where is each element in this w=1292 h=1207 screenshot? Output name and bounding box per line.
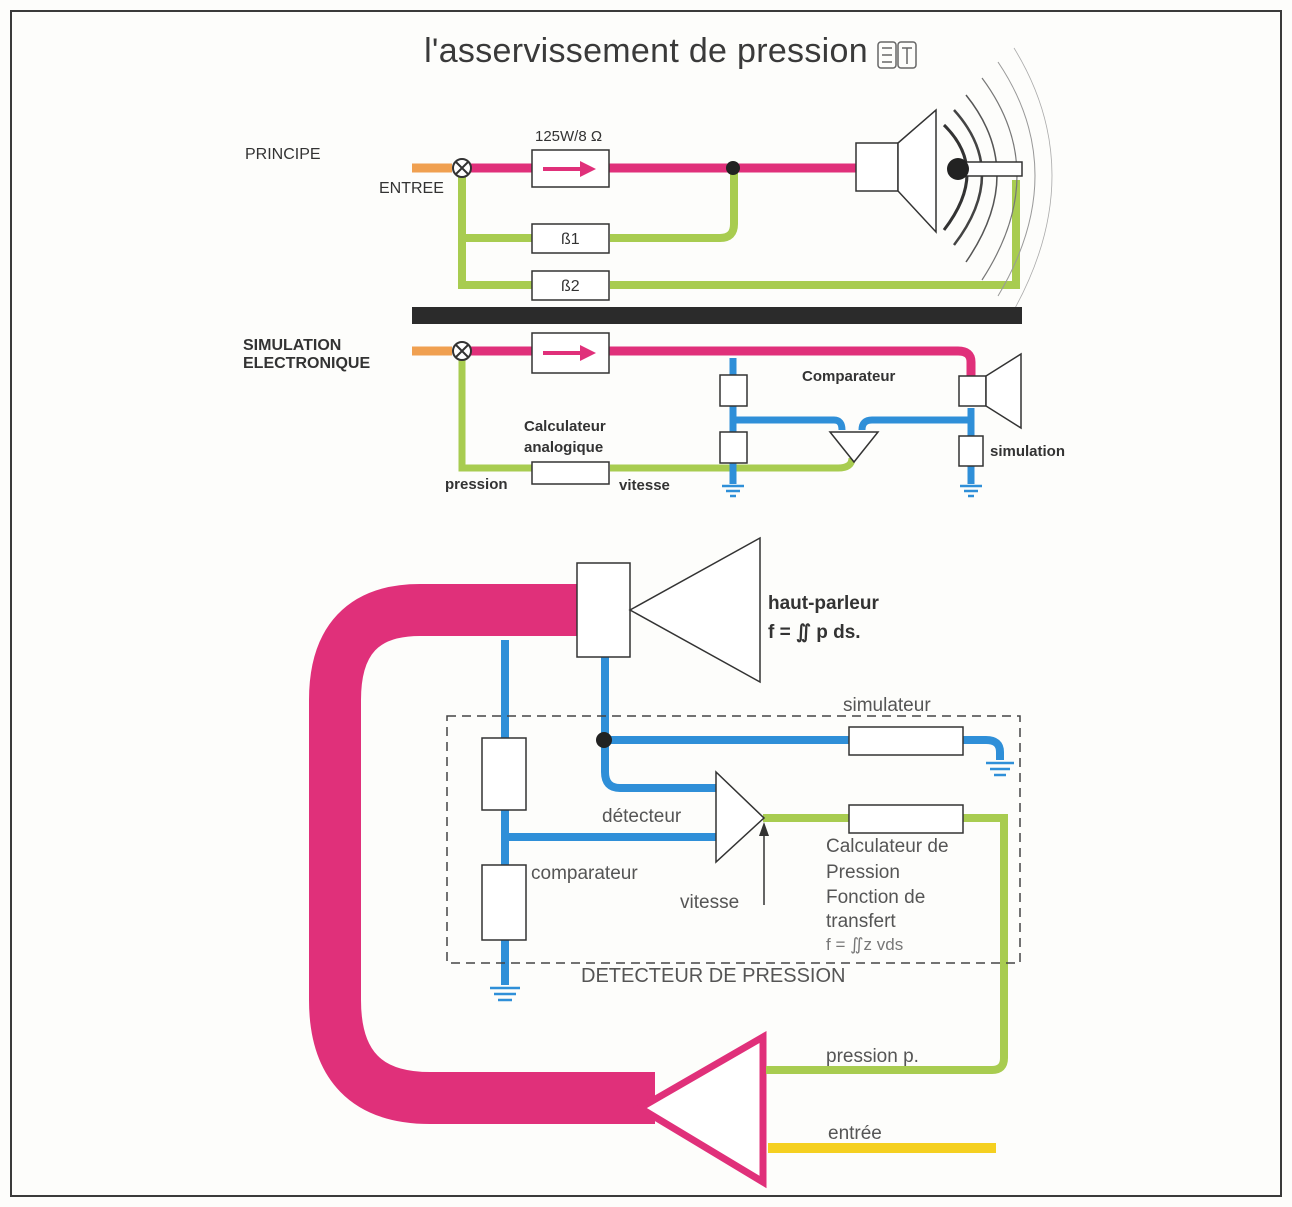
simulation-resistor-2	[719, 431, 748, 464]
analog-calculator-box	[531, 461, 610, 485]
detector-junction-dot	[596, 732, 612, 748]
principle-junction-dot	[726, 161, 740, 175]
pressure-calculator-label-line1: Calculateur de	[826, 836, 949, 857]
logo-icon	[877, 41, 917, 69]
section-separator	[412, 307, 1022, 324]
pressure-calculator-label-line4: transfert	[826, 911, 896, 932]
input-label: entrée	[828, 1123, 882, 1144]
beta1-box	[531, 223, 610, 254]
amplifier-arrow-icon	[543, 345, 596, 361]
simulation-main-wire	[470, 346, 976, 378]
simulation-resistor-1	[719, 374, 748, 407]
simulation-velocity-label: vitesse	[619, 477, 670, 494]
simulation-heading-line2: ELECTRONIQUE	[243, 355, 371, 372]
loudspeaker-icon	[576, 536, 761, 684]
pressure-feedback-wire	[763, 814, 1008, 1074]
microphone-icon	[947, 158, 1023, 180]
speaker-label-line2: f = ∬ p ds.	[768, 622, 861, 643]
pressure-calculator-label-line2: Pression	[826, 862, 900, 883]
detector-resistor-upper	[481, 737, 527, 811]
simulation-comparator-label: Comparateur	[802, 368, 896, 385]
ground-icon	[490, 986, 520, 1002]
pressure-detector-box	[446, 715, 1021, 964]
beta2-box	[531, 270, 610, 301]
analog-calculator-label-line1: Calculateur	[524, 418, 606, 435]
simulation-heading-line1: SIMULATION	[243, 337, 342, 354]
comparator-label: comparateur	[531, 863, 638, 884]
beta1-label: ß1	[561, 231, 580, 248]
simulation-pressure-label: pression	[445, 476, 508, 493]
principle-beta2-loop	[458, 180, 1020, 289]
principle-diagram	[412, 47, 1053, 311]
simulator-label: simulateur	[843, 695, 931, 716]
amplifier-output-loop	[309, 584, 655, 1124]
simulation-output-label: simulation	[990, 443, 1066, 460]
velocity-arrow-icon	[759, 822, 769, 905]
ground-icon	[960, 484, 982, 498]
simulation-diagram	[412, 332, 1022, 498]
pressure-output-label: pression p.	[826, 1046, 919, 1067]
small-speaker-icon	[958, 352, 1022, 430]
amplifier-rating-label: 125W/8 Ω	[535, 128, 603, 145]
detector-label: détecteur	[602, 806, 682, 827]
principle-heading: PRINCIPE	[245, 146, 321, 163]
velocity-label: vitesse	[680, 892, 740, 913]
speaker-label-line1: haut-parleur	[768, 593, 879, 614]
simulation-resistor-3	[958, 435, 984, 467]
simulator-block	[848, 726, 964, 756]
simulation-green-wire	[458, 360, 856, 472]
summing-junction-icon	[452, 341, 472, 361]
pressure-calculator-formula: f = ∬z vds	[826, 935, 904, 954]
detector-resistor-lower	[481, 864, 527, 941]
summing-junction-icon	[452, 158, 472, 178]
ground-icon	[986, 761, 1014, 777]
page-frame	[10, 10, 1282, 1197]
pressure-calculator-block	[848, 804, 964, 834]
detector-blue-wires	[501, 640, 1004, 985]
page-title: l'asservissement de pression	[424, 32, 868, 70]
analog-calculator-label-line2: analogique	[524, 439, 604, 456]
simulation-comparator-icon	[828, 431, 880, 464]
detector-diagram	[309, 536, 1021, 1189]
pressure-calculator-label-line3: Fonction de	[826, 887, 926, 908]
principle-input-label: ENTREE	[379, 180, 444, 197]
ground-icon	[722, 484, 744, 498]
beta2-label: ß2	[561, 278, 580, 295]
detector-comparator-icon	[715, 770, 766, 864]
pressure-detector-box-label: DETECTEUR DE PRESSION	[581, 965, 846, 987]
amplifier-arrow-icon	[543, 161, 596, 177]
main-amplifier-icon	[633, 1030, 767, 1189]
